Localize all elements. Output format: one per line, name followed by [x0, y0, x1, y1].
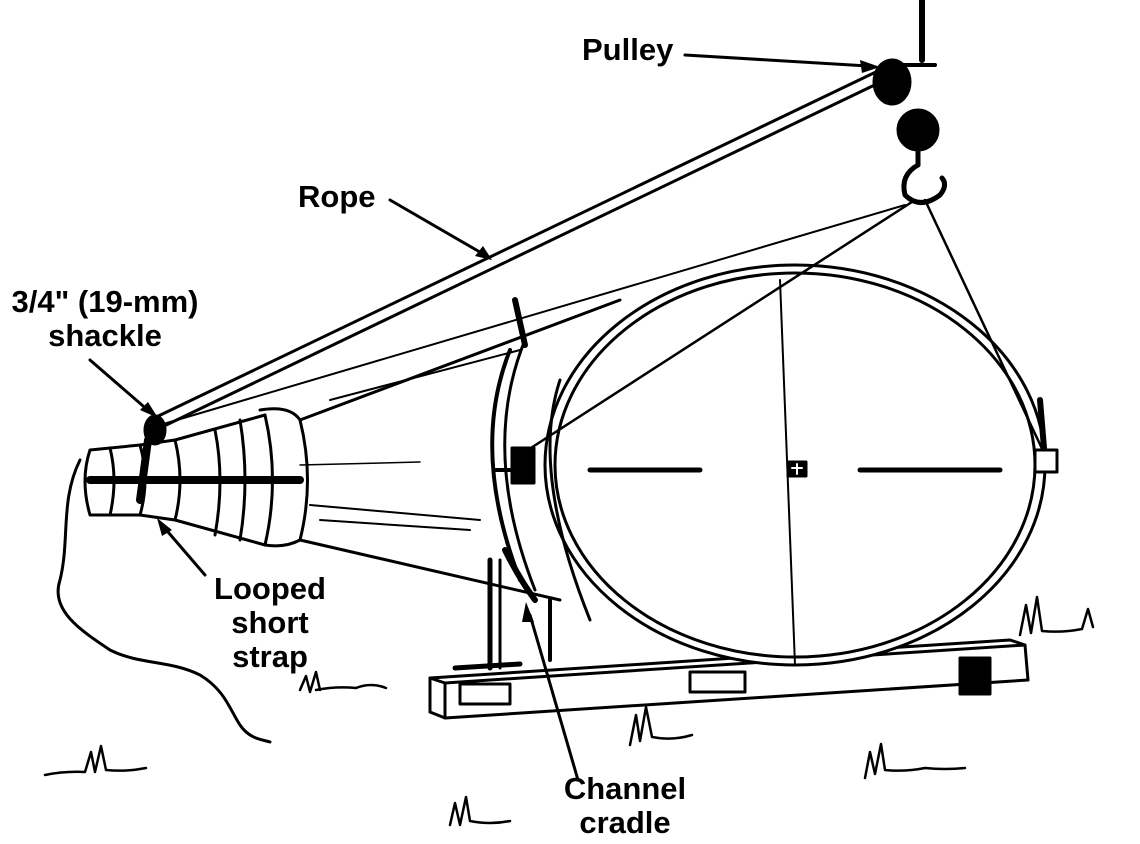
tank-body: [83, 297, 622, 602]
pulley-label: Pulley: [582, 32, 674, 67]
slings: [159, 198, 1047, 457]
rope-line: [148, 68, 882, 422]
leader-lines: [88, 53, 870, 782]
pulley-assembly: [872, 0, 948, 205]
cradle-label-line2: cradle: [579, 805, 671, 840]
ground-line: [56, 458, 272, 744]
tank-end-disc: [543, 263, 1047, 667]
strap-label-line2: short: [231, 605, 309, 640]
shackle-label: 3/4" (19-mm) shackle: [0, 285, 210, 353]
cradle-label-line1: Channel: [563, 771, 687, 806]
rope-label: Rope: [298, 179, 376, 214]
strap-label-line3: strap: [232, 639, 308, 674]
strap-label: Looped short strap: [195, 572, 345, 674]
cradle-clamp: [493, 446, 538, 603]
grass-tufts: [43, 595, 1095, 827]
arrowheads: [140, 60, 880, 622]
strap-label-line1: Looped: [214, 571, 326, 606]
shackle-label-line2: shackle: [48, 318, 162, 353]
shackle-label-line1: 3/4" (19-mm): [11, 284, 199, 319]
right-shackle: [1033, 397, 1059, 474]
shackle-fitting: [136, 414, 167, 504]
cradle-label: Channel cradle: [540, 772, 710, 840]
